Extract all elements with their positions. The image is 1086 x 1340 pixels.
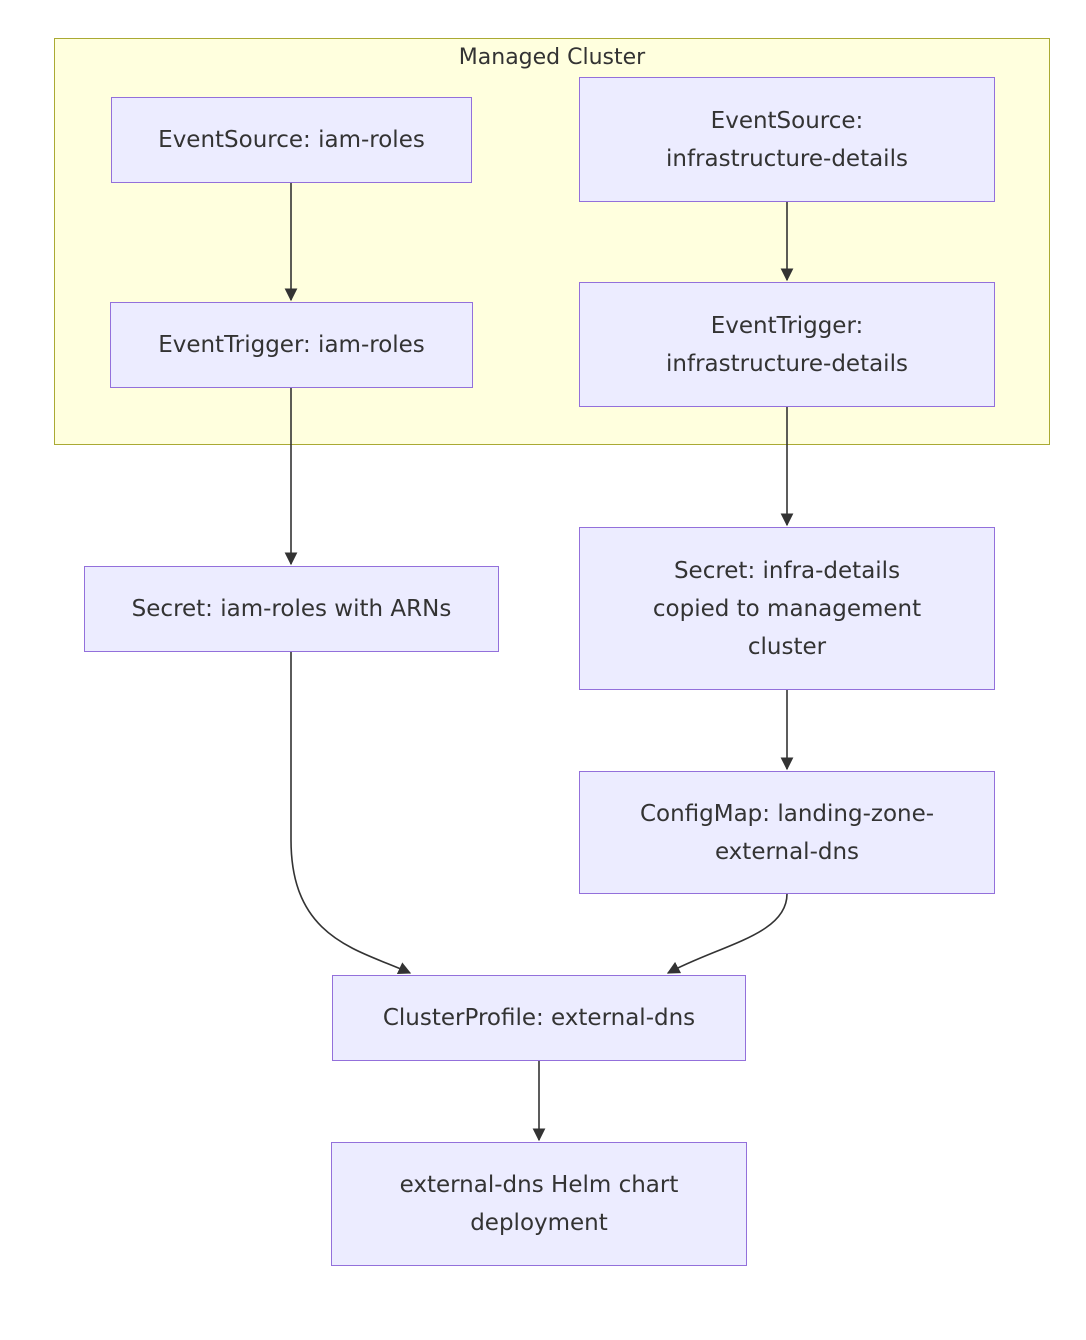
node-clusterprofile-external-dns: ClusterProfile: external-dns: [332, 975, 746, 1061]
node-configmap-landing-zone: ConfigMap: landing-zone-external-dns: [579, 771, 995, 894]
node-label: Secret: iam-roles with ARNs: [131, 596, 452, 622]
cluster-title: Managed Cluster: [458, 45, 646, 70]
node-eventsource-iam-roles: EventSource: iam-roles: [111, 97, 472, 183]
node-secret-iam-roles: Secret: iam-roles with ARNs: [84, 566, 499, 652]
node-label: ClusterProfile: external-dns: [382, 1005, 696, 1031]
node-eventtrigger-iam-roles: EventTrigger: iam-roles: [110, 302, 473, 388]
edge-configmap-to-cluster-profile: [666, 893, 788, 974]
node-label: ConfigMap: landing-zone-external-dns: [639, 800, 935, 865]
node-label: EventTrigger: iam-roles: [158, 332, 425, 358]
node-label: EventSource: iam-roles: [158, 127, 425, 153]
edge-secret-iam-to-cluster-profile: [290, 652, 412, 975]
node-label: EventSource:infrastructure-details: [666, 107, 908, 172]
node-label: EventTrigger:infrastructure-details: [666, 312, 908, 377]
node-eventtrigger-infrastructure-details: EventTrigger:infrastructure-details: [579, 282, 995, 407]
node-eventsource-infrastructure-details: EventSource:infrastructure-details: [579, 77, 995, 202]
